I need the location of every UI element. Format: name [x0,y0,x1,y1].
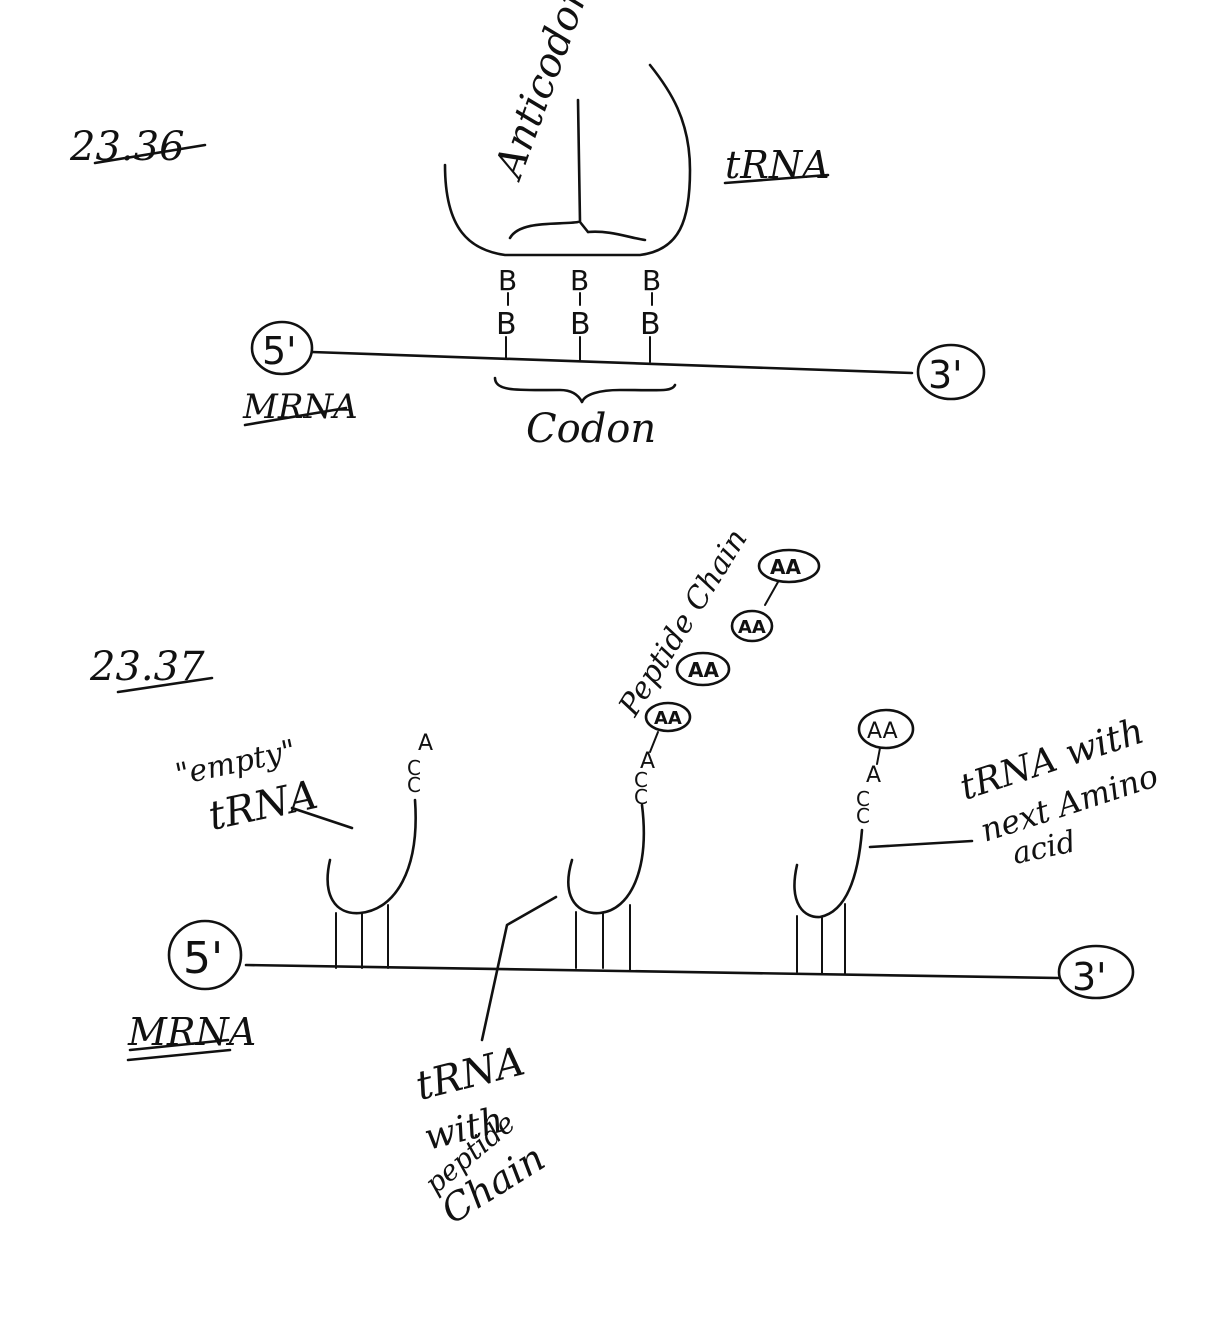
anticodon-label: Anticodon [485,0,600,187]
three-prime-circle [916,343,986,401]
five-prime-label: 5' [262,329,297,373]
trna-with-peptide: A C C AA AA AA AA Peptide Chain [567,523,821,971]
mrna-label: MRNA [242,387,358,427]
base-letter: B [640,307,661,342]
base-pair-1: B B [496,264,517,359]
figure-number-underline [116,676,214,694]
base-letter: B [570,307,591,342]
figure-number-underline [93,143,207,165]
base-letter: B [570,264,589,297]
trna-peptide-body [567,803,646,915]
acceptor-c: C [856,804,870,828]
mrna-label: MRNA [127,1010,256,1054]
amino-acid-label: AA [867,719,898,744]
acceptor-c: C [407,773,421,797]
peptide-label-1: tRNA [411,1038,529,1109]
amino-acid-label: AA [770,555,801,579]
trna-next-amino-acid: AA A C C [793,708,974,975]
acceptor-a: A [418,731,433,756]
base-letter: B [642,264,661,297]
trna-label-underline [723,173,830,185]
base-letter: B [496,307,517,342]
codon-label: Codon [526,406,656,452]
acceptor-c: C [634,768,648,792]
trna-next-bonds [796,903,846,975]
acceptor-c: C [634,785,648,809]
three-prime-label: 3' [1072,955,1107,999]
empty-trna-pointer [290,806,354,830]
base-pair-2: B B [570,264,591,361]
figure-23-37: 23.37 "empty" tRNA A C C A C C AA AA [89,523,1163,1233]
amino-acid-4 [757,548,821,584]
acceptor-a: A [640,749,655,774]
figure-number-23-36: 23.36 [69,124,185,170]
trna-peptide-bonds [575,904,631,971]
acceptor-c: C [856,787,870,811]
acceptor-a: A [866,763,881,788]
trna-label: tRNA [725,143,830,187]
five-prime-circle [167,919,243,991]
amino-acid-label: AA [738,617,766,638]
amino-acid-label: AA [688,658,719,682]
figure-23-36: 23.36 Anticodon tRNA B B B B B B 5' 3' [69,0,986,452]
anticodon-stem [576,98,590,234]
trna-next-pointer [868,839,974,849]
five-prime-circle [250,320,314,376]
three-prime-circle [1057,944,1135,1000]
amino-acid-next [857,708,915,750]
trna-body [443,63,692,257]
amino-acid-2 [675,651,731,687]
five-prime-label: 5' [183,933,223,984]
amino-acid-3 [730,609,774,643]
trna-empty-body [326,798,417,915]
amino-acid-label: AA [654,708,682,729]
trna-peptide-pointer [480,895,558,1042]
mrna-strand [244,963,1060,980]
mrna-strand [310,350,914,375]
figure-number-23-37: 23.37 [89,644,205,690]
mrna-label-underline [243,406,348,427]
trna-next-body [793,828,864,919]
codon-brace [493,376,677,404]
base-pair-3: B B [640,264,661,363]
base-letter: B [498,264,517,297]
mrna-label-underline [126,1038,232,1062]
trna-empty-bonds [335,904,389,969]
acceptor-c: C [407,756,421,780]
anticodon-loop [508,220,647,242]
three-prime-label: 3' [928,353,963,397]
trna-empty: A C C [326,731,433,969]
amino-acid-1 [644,701,692,733]
